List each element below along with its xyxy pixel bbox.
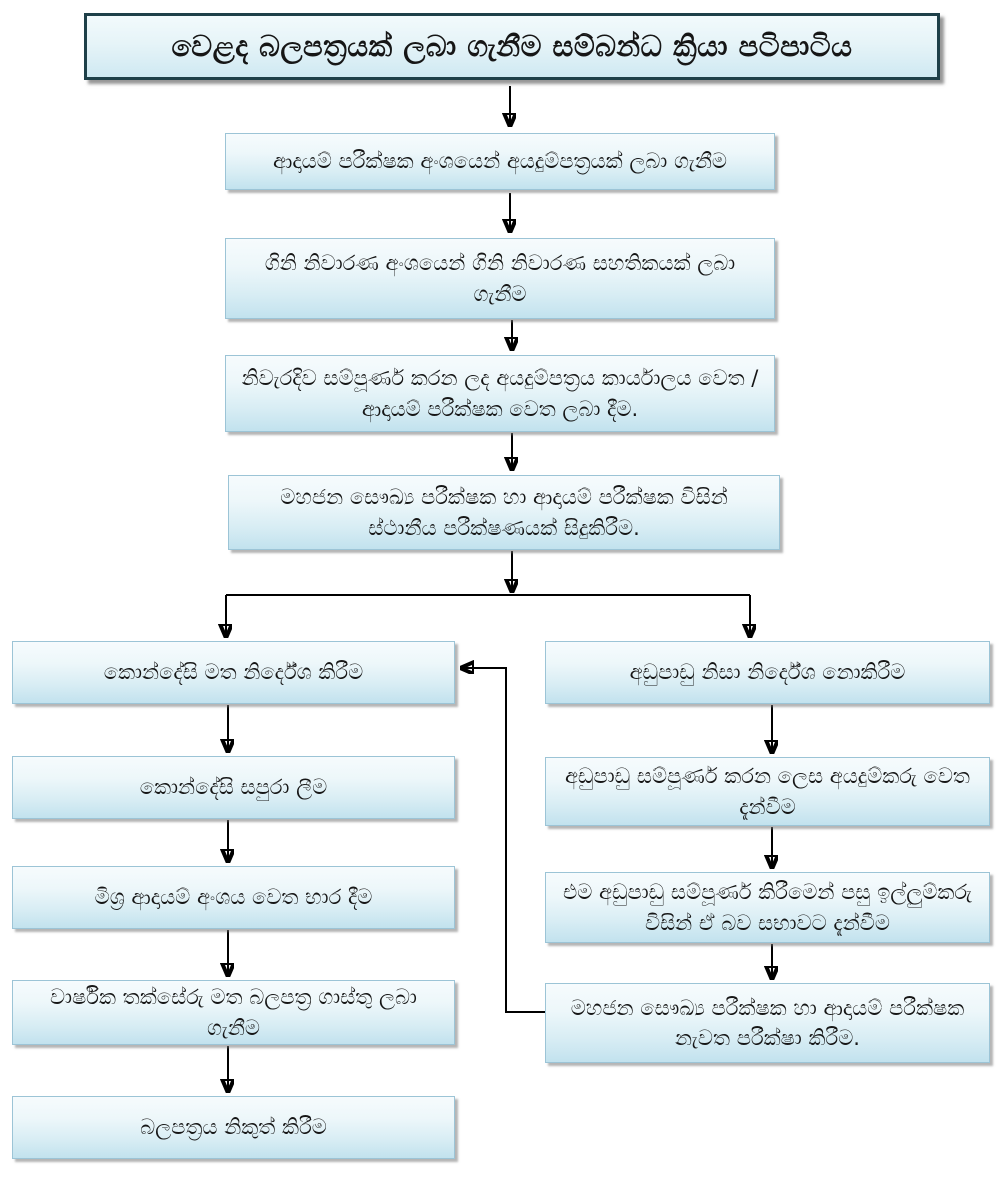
step-fire-certificate: ගිනි නිවාරණ අංශයෙන් ගිනි නිවාරණ සහතිකයක්… bbox=[225, 238, 775, 319]
right-step-notify-applicant: අඩුපාඩු සම්පූර්ණ කරන ලෙස අයදුම්කරු වෙත ද… bbox=[545, 757, 990, 826]
left-step-recommend-on-conditions: කොන්දේසි මත නිර්දේශ කිරීම bbox=[12, 641, 455, 704]
step-submit-application: නිවැරදිව සම්පූර්ණ කරන ලද අයදුම්පත්‍රය කා… bbox=[225, 355, 775, 432]
left-step-issue-license: බලපත්‍රය නිකුත් කිරීම bbox=[12, 1096, 455, 1159]
flowchart-title: වෙළද බලපත්‍රයක් ලබා ගැනීම සම්බන්ධ ක්‍රිය… bbox=[84, 13, 940, 80]
right-step-applicant-informs-council: එම අඩුපාඩු සම්පූර්ණ කිරීමෙන් පසු ඉල්ලුම්… bbox=[545, 872, 990, 943]
left-step-collect-license-fee: වාර්ෂික තක්සේරු මත බලපත්‍ර ගාස්තු ලබා ගැ… bbox=[12, 980, 455, 1045]
connector-right4-left1-feedback bbox=[462, 668, 545, 1013]
step-obtain-application: ආදායම් පරීක්ෂක අංශයෙන් අයදුම්පත්‍රයක් ලබ… bbox=[225, 133, 775, 190]
right-step-reinspection: මහජන සෞඛ්‍ය පරීක්ෂක හා ආදායම් පරීක්ෂක නැ… bbox=[545, 983, 990, 1063]
step-site-inspection: මහජන සෞඛ්‍ය පරීක්ෂක හා ආදායම් පරීක්ෂක වි… bbox=[228, 475, 780, 550]
right-step-no-recommendation: අඩුපාඩු නිසා නිර්දේශ නොකිරීම bbox=[545, 641, 990, 704]
left-step-fulfil-conditions: කොන්දේසි සපුරා ලීම bbox=[12, 756, 455, 819]
left-step-handover-mixed-income: මිශ්‍ර ආදායම් අංශය වෙත භාර දීම bbox=[12, 866, 455, 929]
